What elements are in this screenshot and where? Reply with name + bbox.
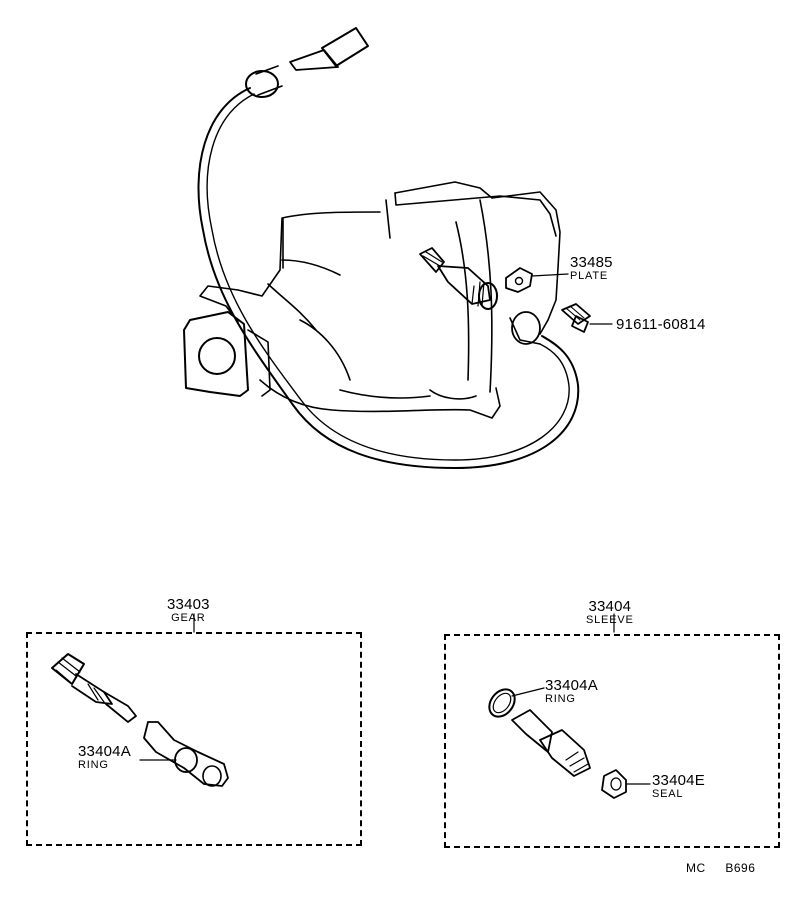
gear-callout: 33403 GEAR bbox=[167, 597, 210, 624]
installed-driven-gear bbox=[419, 247, 498, 310]
sleeve-ring-part-name: RING bbox=[545, 693, 576, 705]
diagram-code-prefix: MC bbox=[686, 861, 706, 875]
bolt-part-number: 91611-60814 bbox=[616, 316, 706, 333]
gear-kit-box bbox=[26, 632, 362, 846]
sleeve-ring-callout: 33404A RING bbox=[545, 678, 598, 705]
seal-callout: 33404E SEAL bbox=[652, 773, 705, 800]
plate-part-name: PLATE bbox=[570, 270, 609, 282]
diagram-code-id: B696 bbox=[725, 861, 756, 875]
plate-part-number: 33485 bbox=[570, 254, 613, 271]
bolt-callout: 91611-60814 bbox=[616, 317, 706, 332]
seal-part-name: SEAL bbox=[652, 788, 684, 800]
transmission-housing bbox=[183, 181, 561, 419]
speedometer-cable bbox=[197, 27, 580, 469]
sleeve-boss bbox=[511, 311, 541, 345]
diagram-code: MC B696 bbox=[686, 861, 755, 875]
sleeve-callout: 33404 SLEEVE bbox=[586, 599, 634, 626]
gear-ring-callout: 33404A RING bbox=[78, 744, 131, 771]
sleeve-part-number: 33404 bbox=[588, 598, 632, 615]
gear-part-number: 33403 bbox=[167, 596, 210, 613]
gear-ring-part-name: RING bbox=[78, 759, 109, 771]
sleeve-assembly-exploded bbox=[488, 687, 651, 799]
sleeve-ring-part-number: 33404A bbox=[545, 677, 598, 694]
sleeve-kit-box bbox=[444, 634, 780, 848]
seal-part-number: 33404E bbox=[652, 772, 705, 789]
gear-part-name: GEAR bbox=[171, 612, 206, 624]
gear-assembly-exploded bbox=[51, 653, 229, 787]
gear-ring-part-number: 33404A bbox=[78, 743, 131, 760]
sleeve-part-name: SLEEVE bbox=[586, 614, 634, 626]
plate-callout: 33485 PLATE bbox=[570, 255, 613, 282]
bolt-part bbox=[561, 303, 613, 333]
plate-part bbox=[505, 267, 569, 293]
